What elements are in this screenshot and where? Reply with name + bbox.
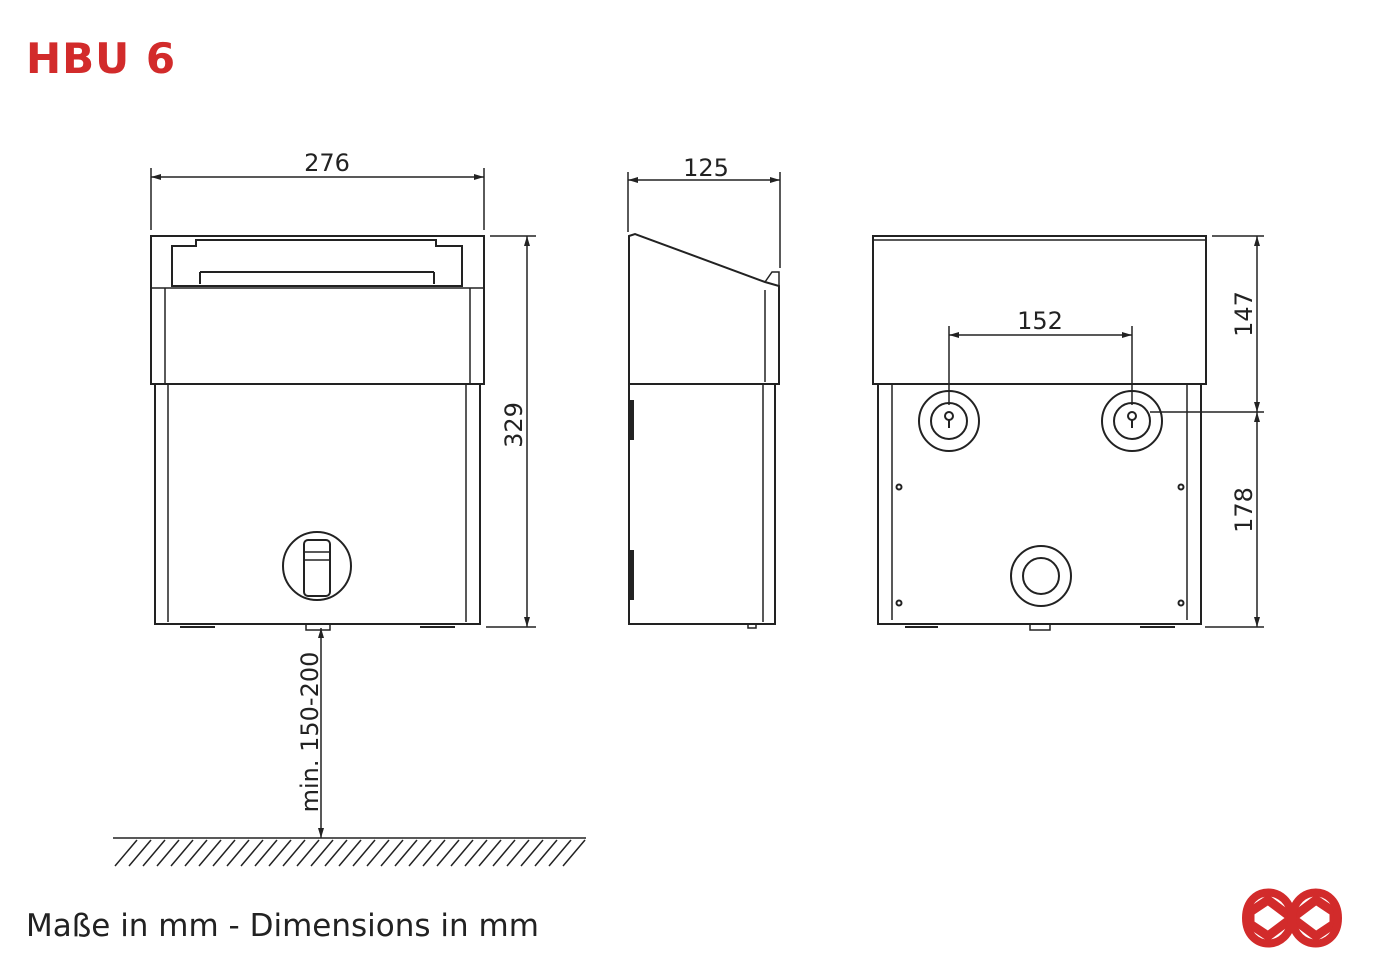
back-view (872, 235, 1207, 631)
mail-slot-frame (171, 239, 463, 287)
lock-icon (282, 531, 352, 601)
floor-clearance-label: min. 150-200 (296, 652, 324, 813)
front-lower-body (154, 383, 481, 625)
mount-spacing-label: 152 (1017, 307, 1063, 335)
back-lower-body (877, 383, 1202, 625)
front-view (150, 235, 485, 631)
back-height-dimensions (1150, 235, 1264, 628)
page-title: HBU 6 (26, 34, 177, 83)
upper-height-label: 147 (1230, 291, 1258, 337)
mount-spacing-dimension (948, 326, 1133, 405)
cable-hole-icon (1010, 545, 1072, 607)
lower-height-label: 178 (1230, 487, 1258, 533)
side-view (628, 232, 780, 629)
front-width-label: 276 (304, 149, 350, 177)
side-depth-label: 125 (683, 154, 729, 182)
front-top-housing (150, 235, 485, 385)
ground-hatching (113, 837, 586, 867)
interlinked-rings-logo (1242, 888, 1342, 948)
side-top-housing (628, 232, 780, 385)
front-height-dimension (486, 235, 536, 628)
front-width-dimension (150, 168, 485, 230)
front-height-label: 329 (500, 402, 528, 448)
side-depth-dimension (627, 172, 781, 268)
side-lower-body (628, 383, 776, 625)
units-note: Maße in mm - Dimensions in mm (26, 908, 539, 944)
